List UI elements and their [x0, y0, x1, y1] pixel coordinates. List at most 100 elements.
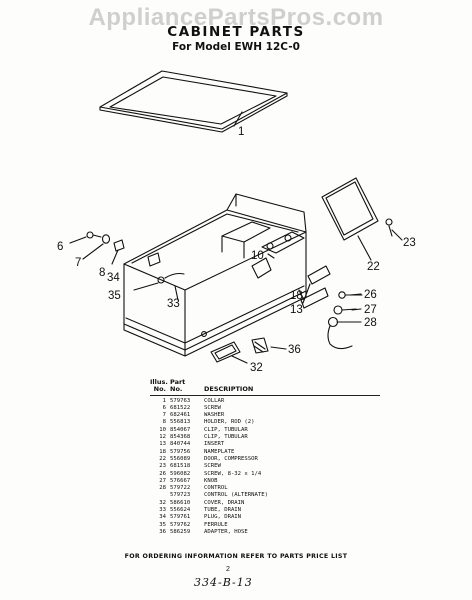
cell-illus-no: 26: [159, 470, 166, 477]
leader-32: [231, 355, 248, 364]
leader-23: [391, 229, 403, 241]
exploded-cabinet-diagram: 1 6 7 8 34 35 33 10 18 13 22 23 26 27 28…: [57, 70, 416, 374]
cell-part-no: 556813: [170, 419, 191, 426]
cell-description: DOOR, COMPRESSOR: [204, 455, 258, 462]
cell-illus-no: 33: [159, 507, 166, 514]
leader-6: [69, 236, 87, 244]
cell-description: SCREW: [204, 463, 221, 470]
callout-8: 8: [99, 267, 105, 279]
cell-part-no: 579761: [170, 514, 191, 521]
cell-part-no: 579763: [170, 397, 191, 404]
callout-36: 36: [288, 344, 301, 356]
cell-illus-no: 22: [159, 455, 166, 462]
cell-illus-no: 7: [162, 412, 166, 419]
header-no: No.: [153, 385, 166, 394]
leader-27: [351, 308, 362, 311]
leader-10: [267, 253, 275, 259]
cell-description: NAMEPLATE: [204, 448, 235, 455]
table-header-row-1: Illus. Part: [150, 378, 380, 386]
cell-illus-no: 23: [159, 463, 166, 470]
cell-description: ADAPTER, HOSE: [204, 528, 248, 535]
header-part: Part: [170, 378, 186, 386]
screw-23: [385, 218, 393, 237]
cell-part-no: 586259: [170, 528, 191, 535]
page-number: 2: [226, 566, 230, 573]
callout-26: 26: [364, 289, 377, 301]
cell-illus-no: 13: [159, 441, 166, 448]
leader-26: [349, 293, 362, 296]
drain-tube: [157, 272, 185, 301]
cell-illus-no: 27: [159, 477, 166, 484]
model-subtitle: For Model EWH 12C-0: [172, 41, 300, 53]
leader-35: [133, 282, 159, 291]
callout-1: 1: [238, 126, 244, 138]
cell-description: KNOB: [204, 477, 218, 484]
header-description: DESCRIPTION: [204, 385, 254, 394]
cell-description: CONTROL: [204, 485, 228, 492]
cell-part-no: 556089: [170, 455, 191, 462]
callout-32: 32: [250, 362, 263, 374]
nameplate: [300, 287, 329, 309]
callout-33: 33: [167, 298, 180, 310]
cell-description: SCREW, 8-32 x 1/4: [204, 470, 262, 477]
table-header-row-2: No. No. DESCRIPTION: [150, 385, 380, 394]
cell-description: COVER, DRAIN: [204, 499, 245, 506]
cell-illus-no: [150, 492, 170, 499]
table-row: 35 579762 FERRULE: [150, 522, 380, 529]
cell-illus-no: 28: [159, 485, 166, 492]
drain-cover: [210, 341, 241, 363]
cell-description: TUBE, DRAIN: [204, 507, 242, 514]
table-row: 22 556089 DOOR, COMPRESSOR: [150, 456, 380, 463]
table-row: 18 579756 NAMEPLATE: [150, 449, 380, 456]
watermark: AppliancePartsPros.com: [88, 4, 384, 31]
cell-description: SCREW: [204, 404, 221, 411]
header-illus: Illus.: [150, 378, 168, 386]
callout-27: 27: [364, 304, 377, 316]
cell-illus-no: 35: [159, 521, 166, 528]
control-assembly: [327, 291, 363, 350]
cabinet-body: [123, 193, 307, 357]
callout-13: 13: [290, 304, 303, 316]
table-row: 33 556624 TUBE, DRAIN: [150, 507, 380, 514]
callout-22: 22: [367, 261, 380, 273]
leader-22: [357, 235, 372, 261]
callout-7: 7: [75, 257, 81, 269]
control-bracket: [251, 231, 305, 279]
callout-28: 28: [364, 317, 377, 329]
cell-illus-no: 36: [159, 528, 166, 535]
insert: [307, 265, 331, 285]
cell-description: COLLAR: [204, 397, 225, 404]
cell-part-no: 682461: [170, 412, 191, 419]
cell-description: FERRULE: [204, 521, 228, 528]
leader-36: [270, 346, 287, 350]
cell-description: CLIP, TUBULAR: [204, 426, 248, 433]
collar-part: [99, 70, 288, 133]
cell-description: HOLDER, ROD (2): [204, 419, 255, 426]
callout-10: 10: [251, 250, 264, 262]
cell-part-no: 854067: [170, 426, 191, 433]
header-divider: [150, 394, 380, 396]
cell-description: CONTROL (ALTERNATE): [204, 492, 268, 499]
cell-illus-no: 18: [159, 448, 166, 455]
leader-13: [302, 283, 311, 304]
cell-part-no: 579756: [170, 448, 191, 455]
callout-35: 35: [108, 290, 121, 302]
cell-part-no: 579762: [170, 521, 191, 528]
cell-part-no: 556624: [170, 507, 191, 514]
hose-adapter: [251, 337, 269, 354]
cell-part-no: 854368: [170, 434, 191, 441]
leader-18: [298, 289, 305, 301]
